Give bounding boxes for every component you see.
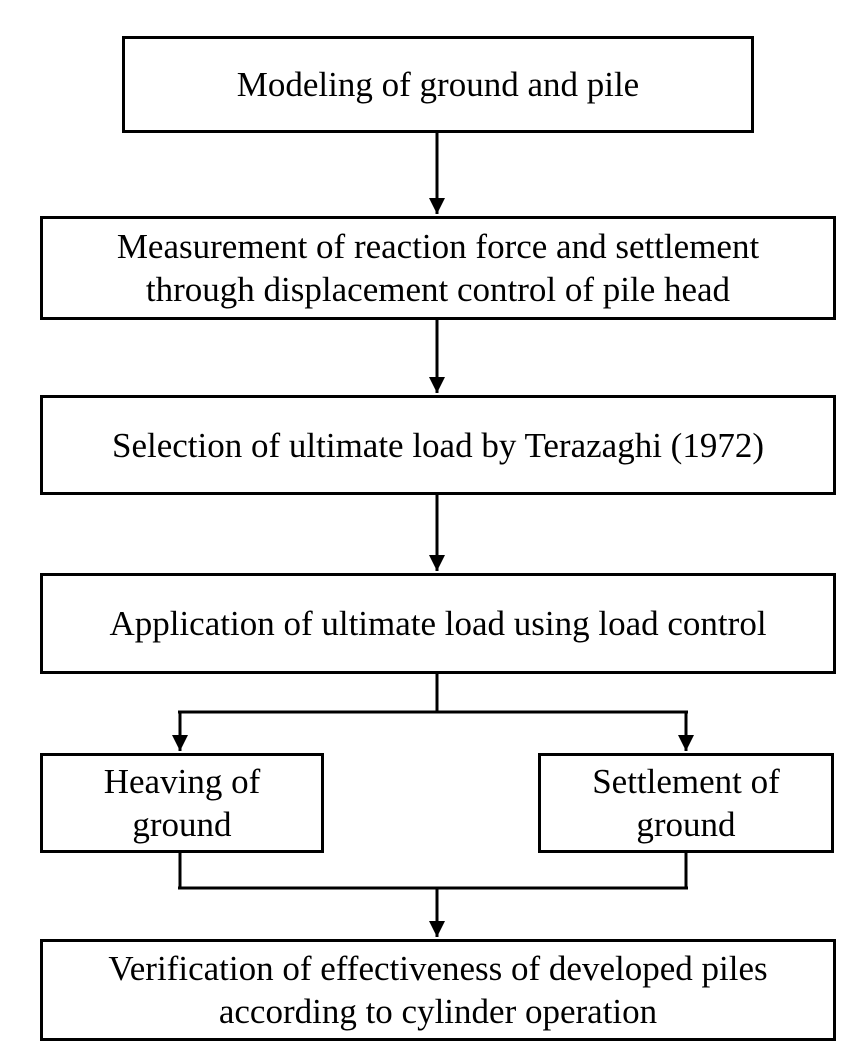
node-selection: Selection of ultimate load by Terazaghi … <box>40 395 836 495</box>
node-modeling: Modeling of ground and pile <box>122 36 754 133</box>
node-application: Application of ultimate load using load … <box>40 573 836 674</box>
node-settlement: Settlement of ground <box>538 753 834 853</box>
node-heaving: Heaving of ground <box>40 753 324 853</box>
node-measurement: Measurement of reaction force and settle… <box>40 216 836 320</box>
node-verification: Verification of effectiveness of develop… <box>40 939 836 1041</box>
